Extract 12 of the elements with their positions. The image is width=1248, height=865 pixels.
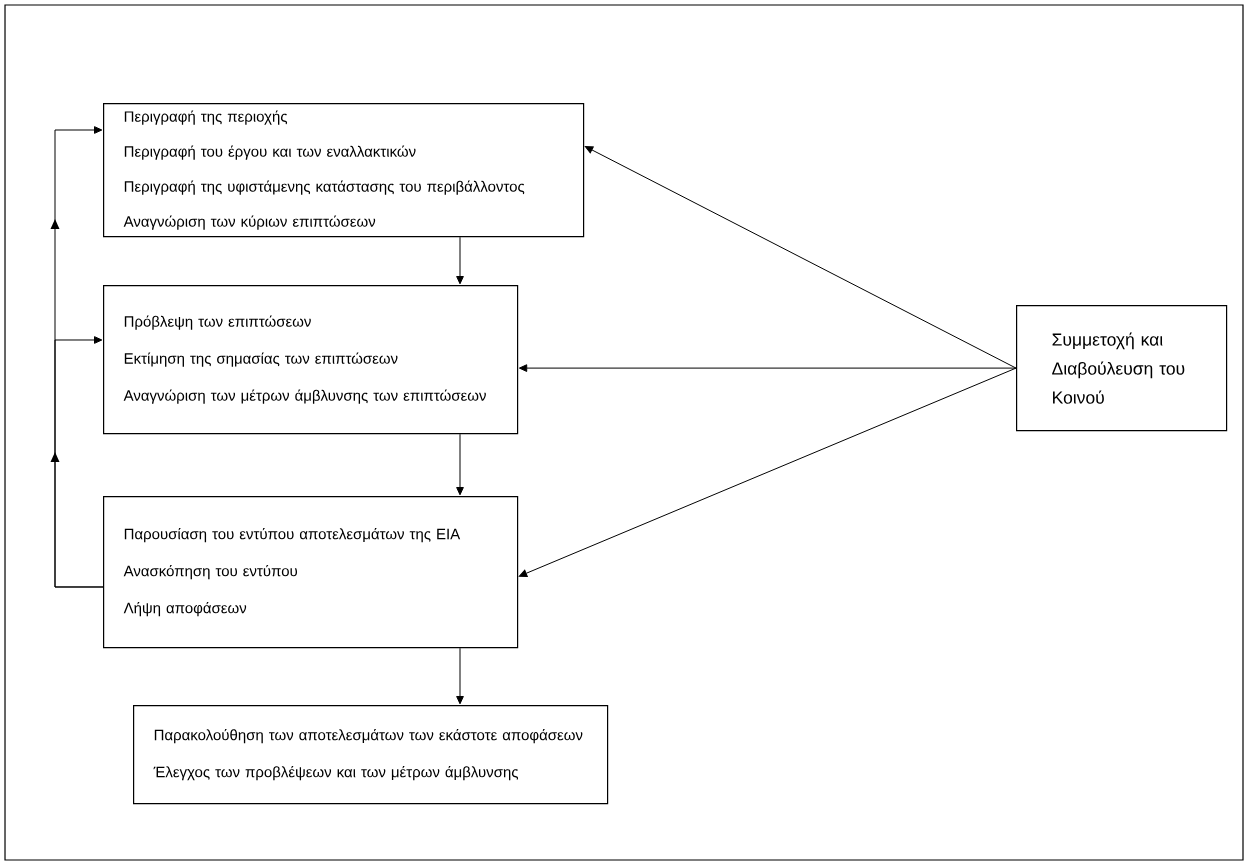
arrow (518, 364, 1017, 372)
arrow (518, 367, 1017, 577)
arrow (456, 433, 464, 496)
process-box: Παρουσίαση του εντύπου αποτελεσμάτων της ΕΙΑ Ανασκόπηση του εντύπου Λήψη αποφάσεων (103, 496, 519, 649)
arrow (584, 146, 1017, 369)
process-box: Περιγραφή της περιοχής Περιγραφή του έργου και των εναλλακτικών Περιγραφή της υφιστάμενης κατάστασης του περιβάλλοντος Αναγνώριση των κύριων επιπτώσεων (103, 103, 585, 238)
participation-box: Συμμετοχή και Διαβούλευση του Κοινού (1016, 305, 1228, 432)
process-box: Πρόβλεψη των επιπτώσεων Εκτίμηση της σημασίας των επιπτώσεων Αναγνώριση των μέτρων άμβλυνσης των επιπτώσεων (103, 285, 519, 435)
process-box: Παρακολούθηση των αποτελεσμάτων των εκάστοτε αποφάσεων Έλεγχος των προβλέψεων και των μέτρων άμβλυνσης (133, 705, 609, 805)
arrow (456, 236, 464, 285)
arrow (50, 126, 104, 588)
arrow (456, 647, 464, 705)
